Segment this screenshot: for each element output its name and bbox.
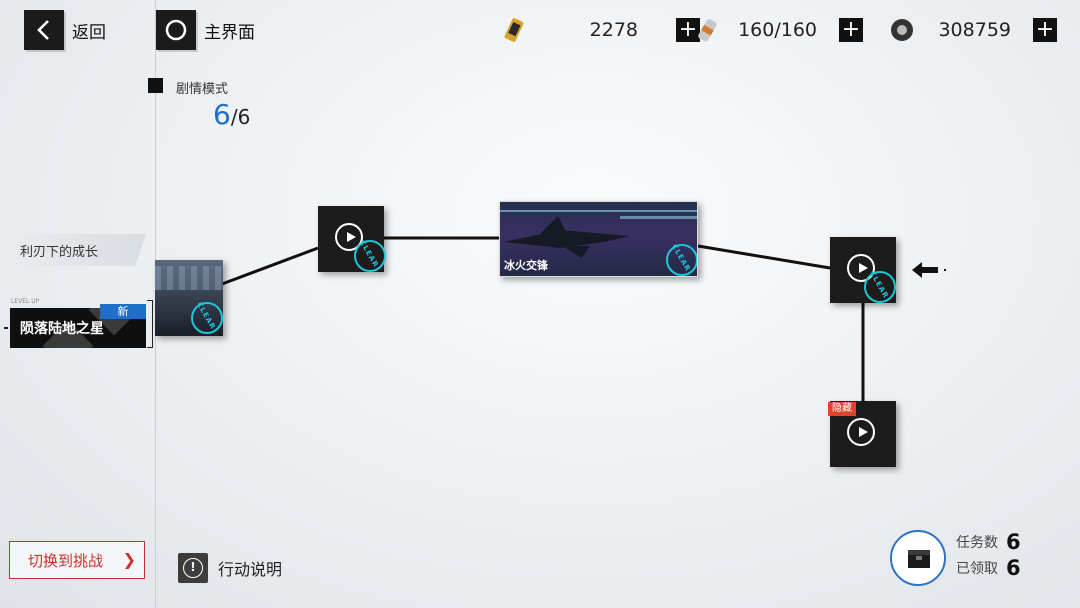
clear-stamp: CLEAR xyxy=(666,243,697,276)
chapter-label: 利刃下的成长 xyxy=(20,245,99,260)
resource-ammo: 160/160 + xyxy=(693,12,863,48)
chapter-label: 陨落陆地之星 xyxy=(20,321,104,337)
add-fuel-button[interactable]: + xyxy=(676,18,700,42)
hidden-tag: 隐藏 xyxy=(828,402,856,416)
reward-chest-button[interactable] xyxy=(890,530,946,586)
add-ammo-button[interactable]: + xyxy=(839,18,863,42)
info-icon: ! xyxy=(178,553,208,583)
fighter-jet-icon xyxy=(500,210,697,258)
stage-name: 冰火交锋 xyxy=(504,259,548,272)
selection-dot xyxy=(4,327,8,329)
back-button[interactable]: 返回 xyxy=(24,10,106,50)
play-icon xyxy=(847,418,875,446)
chevron-right-icon: ❯ xyxy=(122,550,136,569)
mode-label: 剧情模式 xyxy=(176,82,229,97)
clear-stamp: CLEAR xyxy=(864,270,896,303)
clear-stamp: CLEAR xyxy=(191,301,223,334)
supply-box-icon xyxy=(908,550,930,568)
home-label: 主界面 xyxy=(204,22,255,43)
mode-square-icon xyxy=(148,78,163,93)
ammo-value: 160/160 xyxy=(738,19,817,41)
level-up-tag: LEVEL UP xyxy=(11,298,40,305)
home-circle-icon xyxy=(156,10,196,50)
back-arrow-icon xyxy=(24,10,64,50)
stage-node-1[interactable]: CLEAR xyxy=(155,260,223,336)
fuel-value: 2278 xyxy=(589,19,638,41)
clear-stamp: CLEAR xyxy=(354,239,386,272)
chapter-item-1[interactable]: 利刃下的成长 xyxy=(10,234,146,266)
stage-node-2[interactable]: CLEAR xyxy=(318,206,386,272)
progress-total: /6 xyxy=(230,105,251,129)
fuel-cartridge-icon xyxy=(504,18,524,42)
stage-node-4[interactable]: CLEAR xyxy=(830,237,896,303)
mode-progress: 6/6 xyxy=(213,98,250,131)
action-help-button[interactable]: ! 行动说明 xyxy=(178,553,282,583)
tire-icon xyxy=(891,19,913,41)
back-label: 返回 xyxy=(72,22,106,43)
switch-label: 切换到挑战 xyxy=(28,551,104,570)
play-icon xyxy=(335,223,363,251)
play-icon xyxy=(847,254,875,282)
progress-current: 6 xyxy=(213,98,231,131)
resource-tire: 308759 + xyxy=(888,12,1057,48)
home-button[interactable]: 主界面 xyxy=(156,10,255,50)
add-tire-button[interactable]: + xyxy=(1033,18,1057,42)
ammo-canister-icon xyxy=(698,19,717,42)
stage-node-3[interactable]: 冰火交锋 CLEAR xyxy=(499,201,698,277)
help-label: 行动说明 xyxy=(218,560,283,579)
tire-value: 308759 xyxy=(938,19,1011,41)
current-stage-arrow-icon xyxy=(912,262,946,278)
switch-to-challenge-button[interactable]: 切换到挑战 ❯ xyxy=(9,541,145,579)
resource-fuel: 2278 + xyxy=(500,12,700,48)
selection-bracket xyxy=(147,300,153,348)
new-badge: 新 xyxy=(100,304,146,319)
